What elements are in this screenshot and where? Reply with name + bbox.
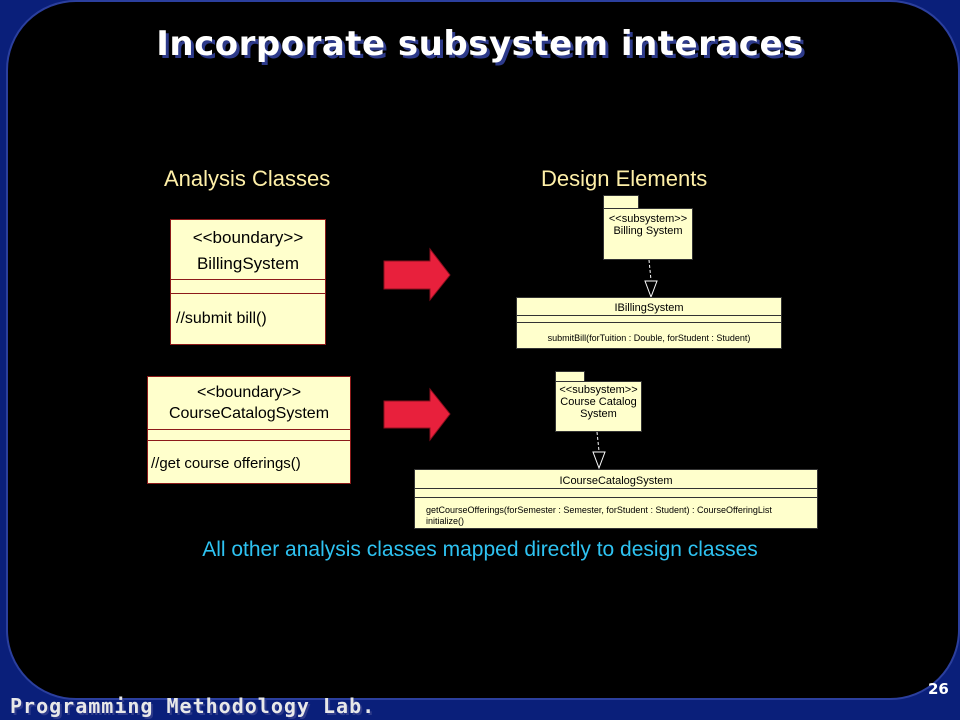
subsystem-stereotype: <<subsystem>>: [608, 213, 688, 225]
interface-name: IBillingSystem: [614, 302, 684, 314]
interface-divider: [415, 497, 817, 498]
class-stereotype: <<boundary>>: [196, 384, 302, 401]
interface-operation: getCourseOfferings(forSemester : Semeste…: [426, 505, 772, 515]
interface-divider: [517, 315, 781, 316]
analysis-classes-heading: Analysis Classes: [164, 166, 331, 191]
subsystem-tab: [555, 371, 585, 381]
subsystem-name: Billing System: [613, 225, 683, 237]
ibilling-system-interface: IBillingSystem submitBill(forTuition : D…: [516, 297, 782, 349]
mapping-arrow-2: [383, 387, 451, 442]
course-catalog-system-class: <<boundary>> CourseCatalogSystem //get c…: [147, 376, 351, 484]
interface-operation: initialize(): [426, 516, 465, 526]
slide-panel: [6, 0, 960, 700]
class-divider: [148, 429, 350, 430]
icourse-catalog-system-interface: ICourseCatalogSystem getCourseOfferings(…: [414, 469, 818, 529]
class-divider: [171, 279, 325, 280]
page-number: 26: [928, 680, 949, 698]
class-name: CourseCatalogSystem: [168, 405, 330, 422]
realization-arrow-catalog: [592, 431, 606, 470]
class-name: BillingSystem: [196, 254, 300, 273]
class-stereotype: <<boundary>>: [192, 228, 304, 247]
subsystem-stereotype: <<subsystem>>: [559, 384, 638, 396]
subsystem-name: System: [580, 408, 617, 420]
class-divider: [171, 293, 325, 294]
interface-name: ICourseCatalogSystem: [559, 475, 673, 487]
subsystem-tab: [603, 195, 639, 208]
interface-divider: [415, 488, 817, 489]
interface-operation: submitBill(forTuition : Double, forStude…: [547, 333, 751, 343]
mapping-note: All other analysis classes mapped direct…: [202, 538, 758, 561]
realization-arrow-billing: [644, 259, 658, 299]
class-operation: //submit bill(): [176, 310, 267, 327]
slide-title: Incorporate subsystem interaces: [156, 24, 804, 64]
mapping-arrow-1: [383, 247, 451, 302]
billing-subsystem: <<subsystem>> Billing System: [603, 208, 693, 260]
design-elements-heading: Design Elements: [541, 166, 708, 191]
footer-lab-name: Programming Methodology Lab.: [10, 694, 376, 718]
course-catalog-subsystem: <<subsystem>> Course Catalog System: [555, 381, 642, 432]
class-operation: //get course offerings(): [151, 455, 301, 472]
subsystem-name: Course Catalog: [560, 396, 637, 408]
class-divider: [148, 440, 350, 441]
billing-system-class: <<boundary>> BillingSystem //submit bill…: [170, 219, 326, 345]
interface-divider: [517, 322, 781, 323]
